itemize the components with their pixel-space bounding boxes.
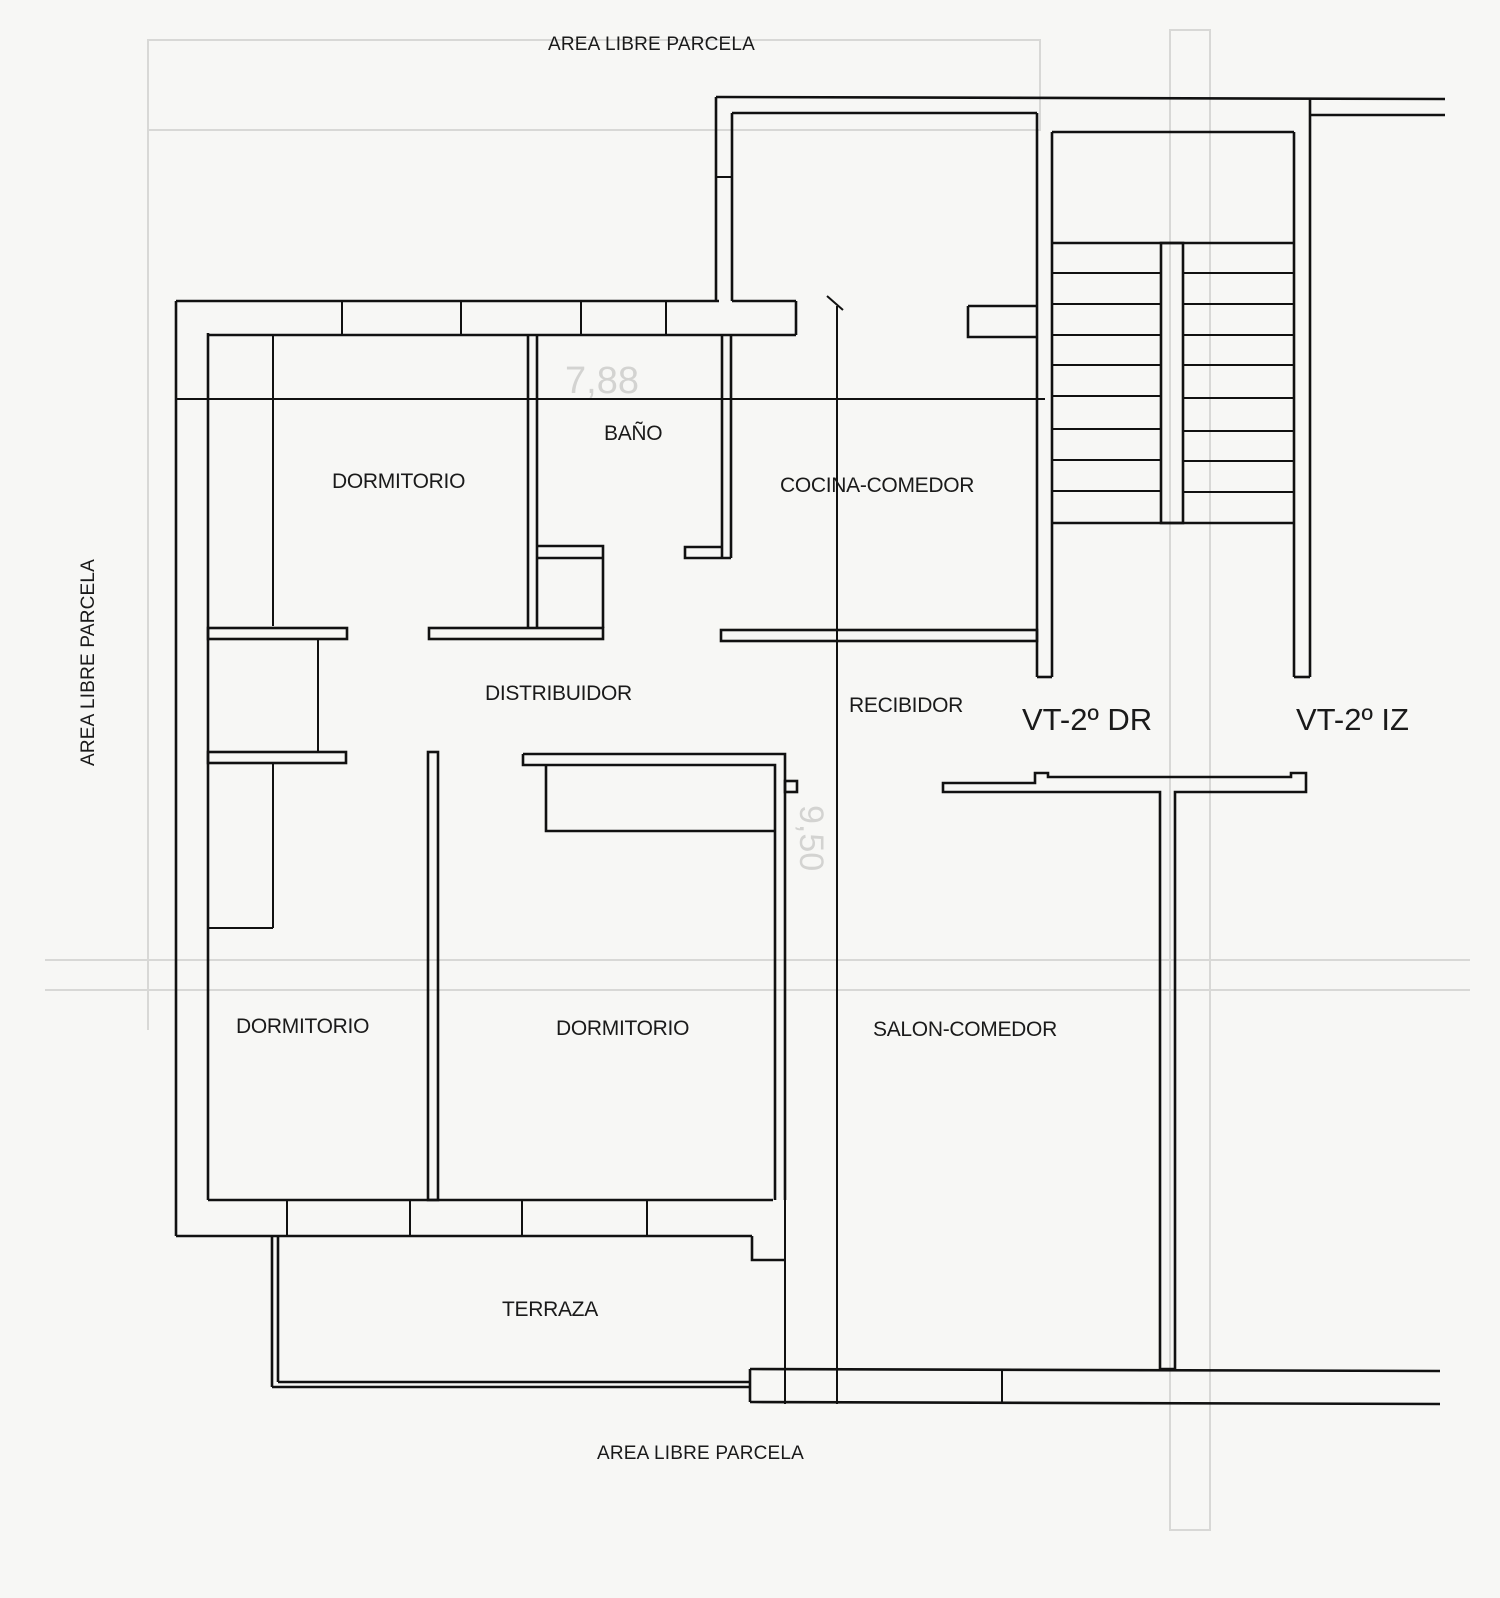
room-label-salon-comedor: SALON-COMEDOR — [873, 1018, 1057, 1041]
unit-label-vt-2-dr: VT-2º DR — [1022, 702, 1152, 737]
terrace-railing — [270, 1236, 750, 1389]
staircase — [1052, 241, 1294, 525]
room-label-recibidor: RECIBIDOR — [849, 694, 963, 717]
room-label-cocina-comedor: COCINA-COMEDOR — [780, 474, 974, 497]
area-label-bottom: AREA LIBRE PARCELA — [597, 1443, 804, 1464]
exterior-wall-left — [174, 301, 210, 1236]
party-wall — [941, 771, 1308, 1371]
exterior-wall-top-right — [714, 95, 1446, 301]
bleed-dimension-vertical: 9,50 — [792, 805, 830, 871]
bleed-through-lines — [45, 29, 1470, 1531]
bleed-dimension-top: 7,88 — [565, 360, 639, 402]
exterior-wall-bottom-left — [176, 1198, 786, 1404]
stair-core-walls — [966, 99, 1312, 679]
exterior-wall-top-left — [176, 299, 798, 337]
room-label-distribuidor: DISTRIBUIDOR — [485, 682, 632, 705]
interior-walls — [206, 295, 1039, 1404]
area-label-top: AREA LIBRE PARCELA — [548, 34, 755, 55]
room-label-dormitorio-3: DORMITORIO — [556, 1017, 689, 1040]
unit-label-vt-2-iz: VT-2º IZ — [1296, 702, 1409, 737]
room-label-dormitorio-2: DORMITORIO — [236, 1015, 369, 1038]
room-label-dormitorio-1: DORMITORIO — [332, 470, 465, 493]
room-label-bano: BAÑO — [604, 421, 662, 445]
room-label-terraza: TERRAZA — [502, 1298, 598, 1321]
exterior-wall-bottom — [748, 1367, 1441, 1406]
area-label-left: AREA LIBRE PARCELA — [78, 559, 99, 766]
